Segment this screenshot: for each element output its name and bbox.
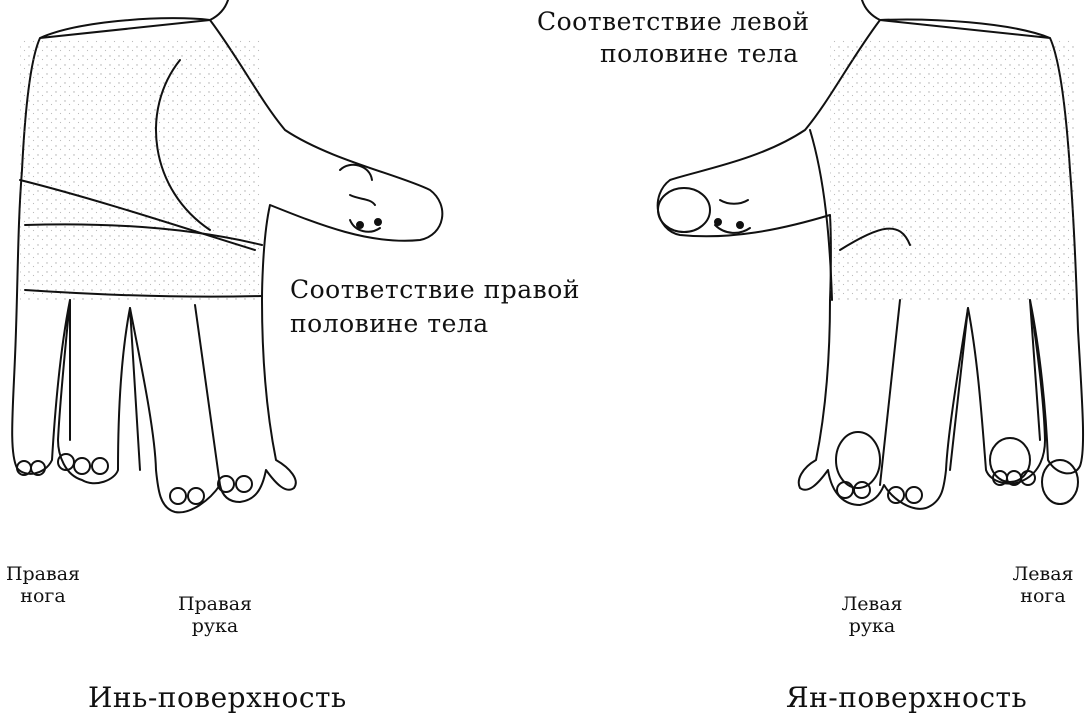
right-fingertips [836, 432, 1078, 504]
label-left-arm-line1: Левая [832, 594, 912, 616]
right-thumb-face [715, 200, 750, 233]
label-right-arm-line2: рука [170, 616, 260, 638]
label-left-leg: Левая нога [1003, 564, 1083, 608]
label-right-leg-line2: нога [4, 586, 82, 608]
label-left-leg-line2: нога [1003, 586, 1083, 608]
left-hand-yin [12, 0, 442, 512]
caption-yang: Ян-поверхность [786, 682, 1027, 714]
label-mid-line1: Соответствие правой [290, 276, 580, 305]
label-right-leg: Правая нога [4, 564, 82, 608]
label-right-leg-line1: Правая [4, 564, 82, 586]
caption-yin: Инь-поверхность [88, 682, 347, 714]
left-finger-split-3 [195, 305, 220, 485]
label-left-arm-line2: рука [832, 616, 912, 638]
label-right-arm: Правая рука [170, 594, 260, 638]
right-finger-split-2 [950, 308, 968, 470]
label-right-arm-line1: Правая [170, 594, 260, 616]
label-left-leg-line1: Левая [1003, 564, 1083, 586]
label-top-right-line1: Соответствие левой [537, 8, 810, 37]
right-hand-yang [658, 0, 1083, 509]
label-top-right-line2: половине тела [600, 40, 799, 69]
right-finger-split-1 [880, 300, 900, 485]
label-left-arm: Левая рука [832, 594, 912, 638]
right-thumbnail [658, 188, 710, 232]
label-mid-line2: половине тела [290, 310, 489, 339]
